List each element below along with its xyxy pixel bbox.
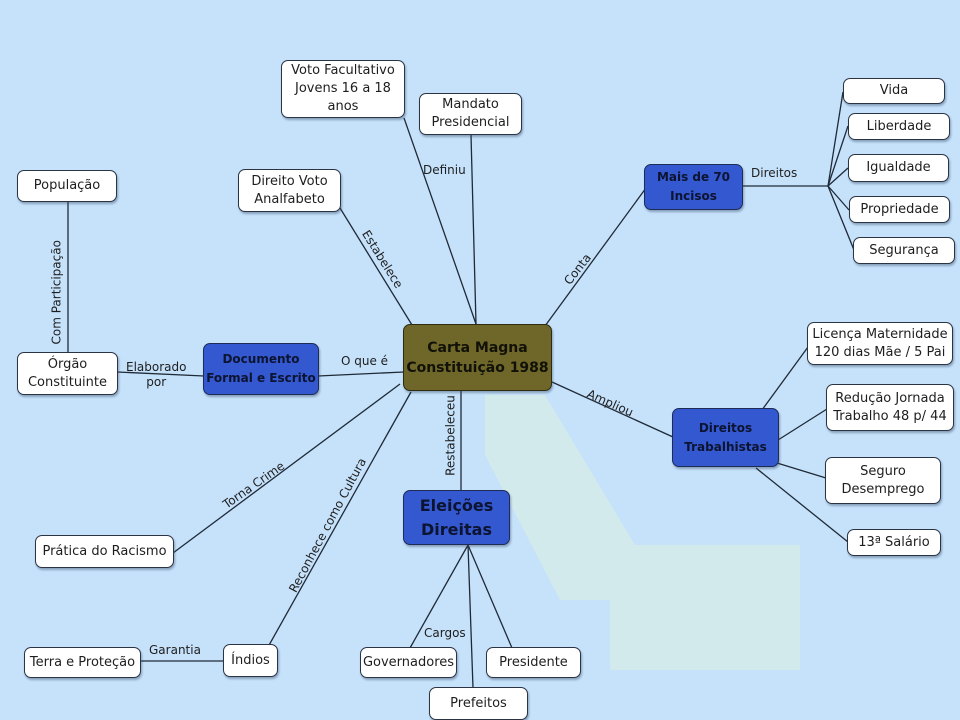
node-direito-voto-analfabeto[interactable]: Direito Voto Analfabeto (238, 169, 341, 212)
node-indios[interactable]: Índios (223, 644, 278, 677)
node-igualdade[interactable]: Igualdade (848, 154, 949, 182)
line-trab-licenca (761, 346, 809, 411)
node-voto-facultativo[interactable]: Voto Facultativo Jovens 16 a 18 anos (281, 60, 405, 118)
label-com-participacao: Com Participação (49, 240, 64, 345)
line-eleicoes-presidente (467, 544, 513, 649)
line-hub-propriedade (827, 185, 850, 211)
node-orgao-constituinte[interactable]: Órgão Constituinte (17, 352, 118, 395)
central-node-carta-magna[interactable]: Carta Magna Constituição 1988 (403, 324, 552, 391)
label-elaborado-por: Elaborado por (126, 360, 187, 389)
node-documento-formal[interactable]: Documento Formal e Escrito (203, 343, 319, 395)
node-direitos-trabalhistas[interactable]: Direitos Trabalhistas (672, 408, 779, 467)
label-cargos: Cargos (424, 626, 466, 640)
label-o-que-e: O que é (341, 354, 389, 368)
line-hub-vida (827, 91, 844, 187)
line-hub-igualdade (827, 167, 849, 187)
line-hub-seguranca (827, 185, 855, 251)
line-center-documento (317, 371, 405, 377)
label-garantia: Garantia (149, 643, 201, 657)
line-center-racismo (172, 383, 401, 554)
node-terra-protecao[interactable]: Terra e Proteção (24, 647, 141, 678)
node-prefeitos[interactable]: Prefeitos (429, 687, 528, 720)
node-eleicoes-diretas[interactable]: Eleições Direitas (403, 490, 510, 545)
node-vida[interactable]: Vida (843, 78, 945, 104)
line-trab-seguro (776, 462, 827, 479)
label-restabeleceu: Restabeleceu (443, 395, 458, 476)
line-center-voto-facultativo (403, 117, 477, 325)
node-seguro-desemprego[interactable]: Seguro Desemprego (825, 457, 941, 504)
node-propriedade[interactable]: Propriedade (849, 196, 950, 223)
line-center-direitos-trab (551, 381, 674, 438)
node-presidente[interactable]: Presidente (486, 647, 581, 678)
line-center-mandato (470, 134, 477, 325)
background-arrow-shape (485, 395, 800, 670)
line-center-direito-voto (339, 207, 413, 326)
node-seguranca[interactable]: Segurança (853, 237, 955, 264)
label-definiu: Definiu (423, 163, 466, 177)
line-eleicoes-prefeitos (467, 544, 474, 689)
line-eleicoes-governadores (409, 544, 469, 649)
node-mais-de-70-incisos[interactable]: Mais de 70 Incisos (644, 164, 743, 210)
node-13-salario[interactable]: 13ª Salário (847, 529, 941, 556)
node-reducao-jornada[interactable]: Redução Jornada Trabalho 48 p/ 44 (826, 384, 954, 431)
line-center-mais70 (544, 187, 647, 327)
label-direitos: Direitos (751, 166, 798, 180)
node-populacao[interactable]: População (17, 170, 117, 202)
node-governadores[interactable]: Governadores (360, 647, 457, 678)
line-center-indios (267, 391, 412, 648)
line-trab-reducao (777, 408, 828, 441)
node-pratica-racismo[interactable]: Prática do Racismo (35, 535, 174, 568)
line-documento-orgao (116, 371, 205, 377)
line-trab-decimo (755, 467, 849, 543)
node-mandato-presidencial[interactable]: Mandato Presidencial (419, 93, 522, 135)
node-licenca-maternidade[interactable]: Licença Maternidade 120 dias Mãe / 5 Pai (807, 322, 953, 365)
node-liberdade[interactable]: Liberdade (848, 113, 950, 140)
line-hub-liberdade (827, 125, 849, 187)
